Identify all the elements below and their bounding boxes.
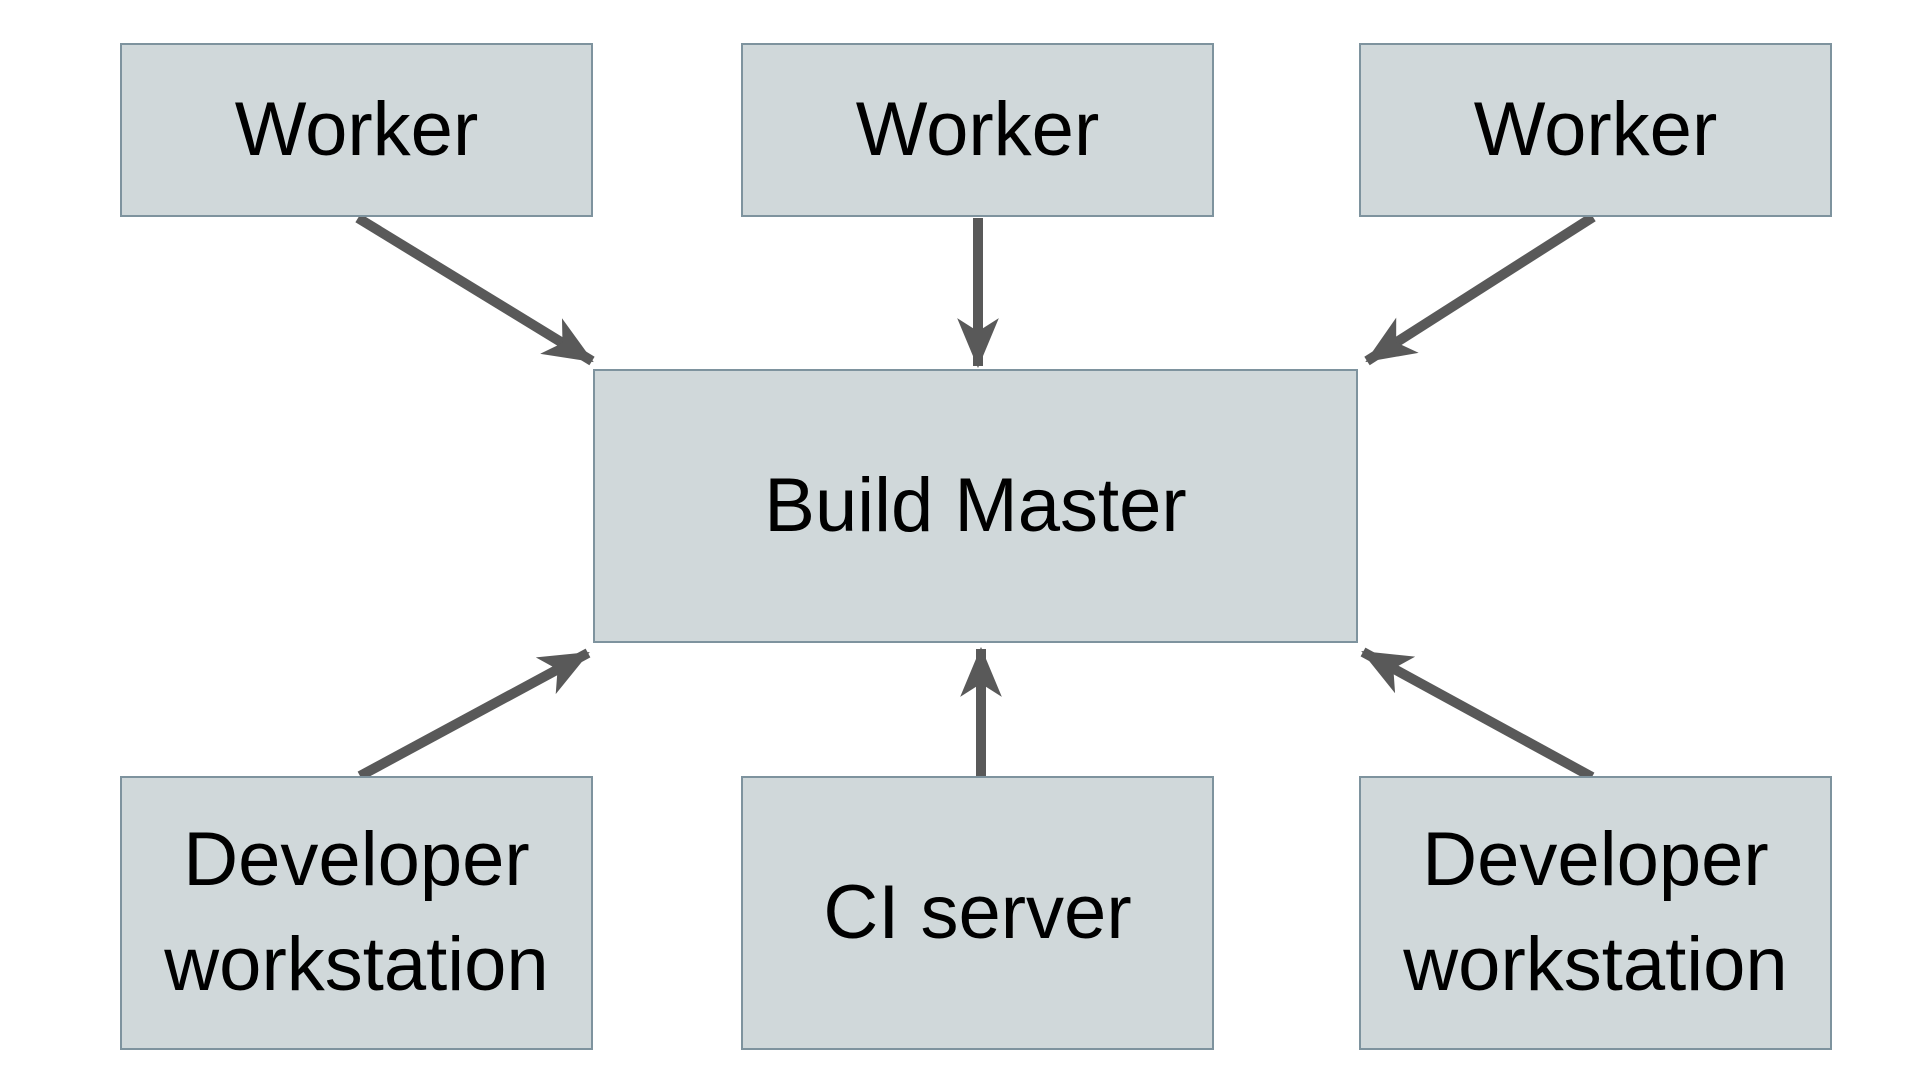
node-worker-1: Worker <box>120 43 593 217</box>
node-worker-2-label: Worker <box>855 86 1100 172</box>
edge-dev-right-to-build-master <box>1360 647 1595 782</box>
node-build-master: Build Master <box>593 369 1358 643</box>
edge-dev-left-to-build-master <box>357 648 591 781</box>
node-ci-server-label: CI server <box>823 869 1132 955</box>
node-ci-server: CI server <box>741 776 1214 1050</box>
node-worker-3-label: Worker <box>1473 86 1718 172</box>
node-worker-1-label: Worker <box>234 86 479 172</box>
node-worker-2: Worker <box>741 43 1214 217</box>
node-developer-workstation-right: Developer workstation <box>1359 776 1832 1050</box>
node-developer-workstation-left: Developer workstation <box>120 776 593 1050</box>
node-developer-workstation-left-label: Developer workstation <box>164 817 549 1007</box>
node-worker-3: Worker <box>1359 43 1832 217</box>
node-developer-workstation-right-label: Developer workstation <box>1403 817 1788 1007</box>
edge-worker1-to-build-master <box>355 213 595 366</box>
edge-worker3-to-build-master <box>1364 212 1596 366</box>
node-build-master-label: Build Master <box>764 462 1187 548</box>
